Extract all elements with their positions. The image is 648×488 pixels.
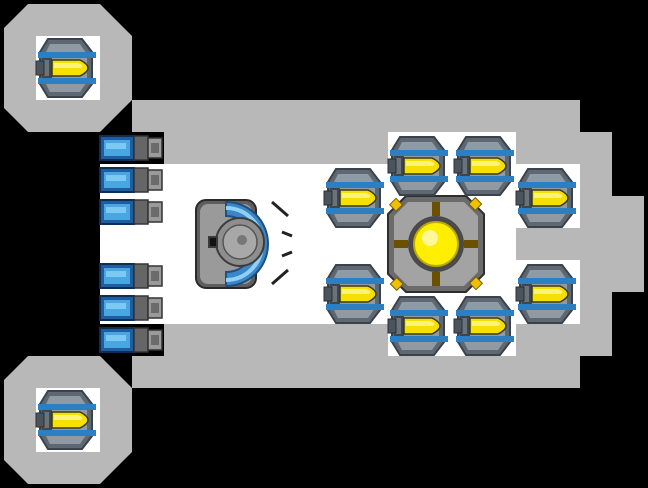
turret-icon [515,264,577,324]
turret[interactable] [35,390,97,450]
thruster[interactable] [99,199,163,225]
turret[interactable] [515,264,577,324]
thruster-icon [99,135,163,161]
turret-icon [453,136,515,196]
turret-icon [515,168,577,228]
thruster[interactable] [99,135,163,161]
turret[interactable] [323,264,385,324]
thruster-icon [99,263,163,289]
thruster-icon [99,295,163,321]
turret-icon [35,390,97,450]
turret-icon [387,296,449,356]
turret-icon [387,136,449,196]
thruster[interactable] [99,263,163,289]
reactor-core-icon [387,195,485,293]
thruster[interactable] [99,327,163,353]
shield-generator[interactable] [195,199,293,289]
reactor-core[interactable] [387,195,485,293]
thruster-icon [99,167,163,193]
turret[interactable] [453,296,515,356]
turret[interactable] [453,136,515,196]
turret[interactable] [515,168,577,228]
thruster-icon [99,199,163,225]
thruster[interactable] [99,295,163,321]
turret-icon [323,264,385,324]
turret[interactable] [387,136,449,196]
thruster-icon [99,327,163,353]
turret[interactable] [323,168,385,228]
turret-icon [453,296,515,356]
turret[interactable] [35,38,97,98]
turret-icon [35,38,97,98]
turret-icon [323,168,385,228]
thruster[interactable] [99,167,163,193]
turret[interactable] [387,296,449,356]
shield-generator-icon [195,199,293,289]
